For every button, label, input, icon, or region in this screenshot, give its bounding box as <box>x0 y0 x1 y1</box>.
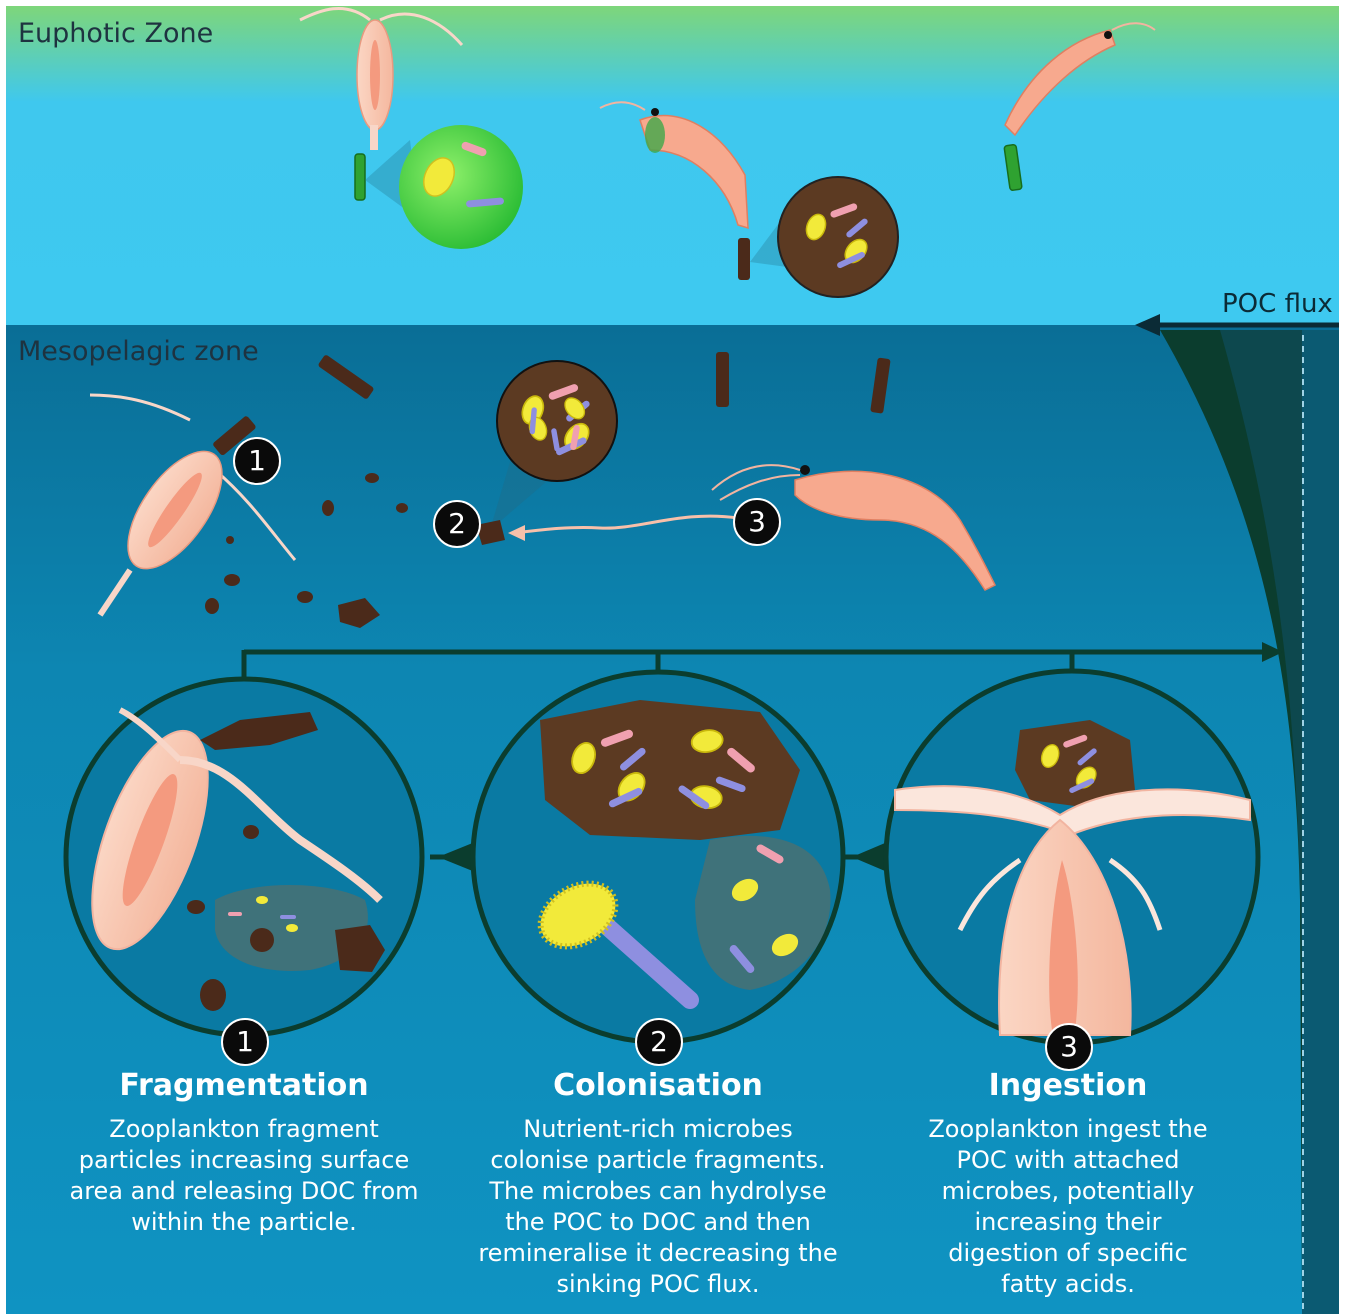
panel-1-number: 1 <box>221 1018 269 1066</box>
euphotic-zone-label: Euphotic Zone <box>18 18 213 49</box>
mesopelagic-zone-label: Mesopelagic zone <box>18 336 259 367</box>
fragmentation-description: Zooplankton fragment particles increasin… <box>54 1114 434 1238</box>
marker-2-scene: 2 <box>433 500 481 548</box>
marker-1-scene: 1 <box>233 437 281 485</box>
fecal-pellet-3 <box>716 352 729 407</box>
panel-3-number: 3 <box>1045 1023 1093 1071</box>
fragmentation-title: Fragmentation <box>44 1068 444 1103</box>
green-particle-zoom <box>399 125 523 249</box>
colonisation-title: Colonisation <box>458 1068 858 1103</box>
panel-circle-ingestion <box>886 671 1258 1043</box>
fecal-pellet-1 <box>738 238 750 280</box>
brown-particle-zoom <box>778 177 898 297</box>
panel-circle-fragmentation <box>66 679 422 1035</box>
colonised-particle-zoom <box>497 361 617 481</box>
ingestion-title: Ingestion <box>868 1068 1268 1103</box>
euphotic-zone-bg <box>6 6 1339 326</box>
panel-circle-colonisation <box>473 672 843 1042</box>
panel-2-number: 2 <box>635 1018 683 1066</box>
poc-flux-label: POC flux <box>1222 289 1333 319</box>
ingestion-description: Zooplankton ingest the POC with attached… <box>918 1114 1218 1300</box>
marker-3-scene: 3 <box>733 498 781 546</box>
green-pellet <box>355 154 365 200</box>
colonisation-description: Nutrient-rich microbes colonise particle… <box>473 1114 843 1300</box>
